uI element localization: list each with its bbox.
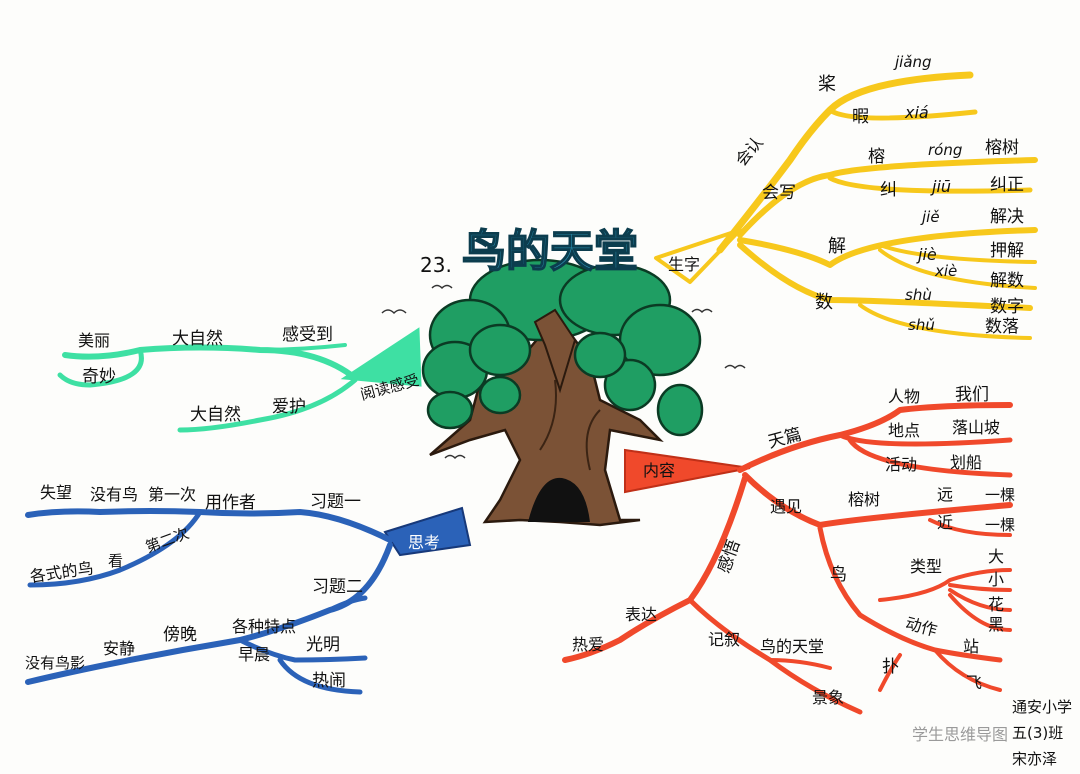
page-title: 鸟的天堂 <box>462 226 638 277</box>
neirong-rongshu: 榕树 <box>848 490 880 509</box>
bird-icon <box>431 284 453 290</box>
yuedu-qimiao: 奇妙 <box>82 367 116 387</box>
pinyin-xia: xiá <box>904 103 929 122</box>
sikao-connector <box>383 506 472 557</box>
sikao-kan: 看 <box>108 552 123 570</box>
neirong-jin-val: 一棵 <box>985 516 1015 534</box>
pinyin-rong: róng <box>928 141 962 159</box>
signature: 通安小学 五(3)班 宋亦泽 <box>1012 698 1072 768</box>
signature-school: 通安小学 <box>1012 698 1072 716</box>
word-jiuzheng: 纠正 <box>990 175 1024 195</box>
word-yajie: 押解 <box>990 241 1024 261</box>
pinyin-shu1: shù <box>905 286 932 304</box>
neirong-niaodetiantang: 鸟的天堂 <box>760 637 824 656</box>
signature-name: 宋亦泽 <box>1012 750 1057 768</box>
pinyin-jie3: xiè <box>934 262 957 280</box>
sikao-zaochen: 早晨 <box>238 645 270 664</box>
sikao-xiti1: 习题一 <box>310 492 361 512</box>
pinyin-jiu: jiū <box>930 177 951 196</box>
neirong-xiao: 小 <box>988 570 1004 589</box>
shengzi-huixie: 会写 <box>762 183 796 203</box>
char-jiang: 桨 <box>818 74 836 95</box>
neirong-hei: 黑 <box>988 615 1004 634</box>
tree-illustration <box>381 258 746 527</box>
neirong-renwu: 人物 <box>888 387 920 406</box>
sikao-bangwan: 傍晚 <box>163 625 197 645</box>
neirong-fei: 飞 <box>966 673 982 692</box>
sikao-gezhongtedian: 各种特点 <box>232 617 296 636</box>
bird-icon <box>444 454 466 460</box>
signature-class: 五(3)班 <box>1012 724 1063 742</box>
neirong-didian: 地点 <box>888 421 920 440</box>
yuedu-aihu: 爱护 <box>272 397 306 417</box>
yuedu-connector <box>340 327 422 387</box>
sikao-dierci: 第二次 <box>143 524 191 556</box>
neirong-zhan: 站 <box>963 637 979 656</box>
neirong-didian-val: 落山坡 <box>952 418 1000 437</box>
shengzi-label: 生字 <box>668 255 700 274</box>
sikao-anjing: 安静 <box>103 639 135 658</box>
sikao-diyici: 第一次 <box>148 485 196 504</box>
neirong-yuan-val: 一棵 <box>985 486 1015 504</box>
char-xia: 暇 <box>852 107 869 127</box>
char-shu: 数 <box>815 292 833 313</box>
neirong-biaoda: 表达 <box>625 605 657 624</box>
yuedu-meili: 美丽 <box>78 331 110 350</box>
word-shuluo: 数落 <box>985 317 1019 337</box>
sikao-meiyouniao: 没有鸟影 <box>25 654 85 672</box>
neirong-pu: 扑 <box>882 657 899 677</box>
branch-sikao: 思考 习题一 用作者 第一次 没有鸟 失望 第二次 看 各式的鸟 习题二 各种特… <box>25 483 472 695</box>
sikao-meiyou: 没有鸟 <box>90 485 138 504</box>
neirong-leixing: 类型 <box>910 557 942 576</box>
bird-icon <box>691 308 713 314</box>
sikao-shiwang: 失望 <box>40 483 72 502</box>
neirong-jingxiang: 景象 <box>812 688 844 707</box>
branch-yuedu: 阅读感受 感受到 大自然 美丽 奇妙 大自然 爱护 <box>57 325 422 433</box>
neirong-yuan: 远 <box>937 485 953 504</box>
sikao-tongzhuozhe: 用作者 <box>205 493 256 513</box>
pinyin-jie2: jiè <box>916 245 937 264</box>
char-rong: 榕 <box>868 147 885 167</box>
char-jiu: 纠 <box>880 180 897 200</box>
sikao-label: 思考 <box>408 533 440 552</box>
neirong-yujian: 遇见 <box>770 497 802 516</box>
sikao-renao: 热闹 <box>312 671 346 691</box>
word-rongshu: 榕树 <box>985 138 1019 158</box>
pinyin-jie1: jiě <box>920 208 940 226</box>
pinyin-jiang: jiǎng <box>893 53 932 71</box>
neirong-huodong: 活动 <box>885 455 917 474</box>
bird-icon <box>381 309 407 315</box>
neirong-reai: 热爱 <box>572 635 604 654</box>
yuedu-daziran1: 大自然 <box>172 329 223 349</box>
sikao-guangming: 光明 <box>306 635 340 655</box>
neirong-hua: 花 <box>988 595 1004 614</box>
word-jiejue: 解决 <box>990 207 1024 227</box>
sikao-xiti2: 习题二 <box>312 577 363 597</box>
branch-shengzi: 生字 会认 会写 桨 jiǎng 暇 xiá 榕 róng 榕树 纠 jiū 纠… <box>654 53 1038 340</box>
neirong-connector <box>624 448 751 494</box>
shengzi-huirend: 会认 <box>732 133 767 170</box>
yuedu-daziran2: 大自然 <box>190 405 241 425</box>
neirong-huodong-val: 划船 <box>950 453 982 472</box>
neirong-jixu: 记叙 <box>708 630 740 649</box>
word-jieshu: 解数 <box>990 271 1024 291</box>
yuedu-ganshoudao: 感受到 <box>282 325 333 345</box>
word-shuzi: 数字 <box>990 297 1024 317</box>
watermark: 学生思维导图 <box>912 725 1008 744</box>
pinyin-shu2: shǔ <box>908 316 935 334</box>
neirong-niao: 鸟 <box>830 565 847 585</box>
neirong-jin: 近 <box>937 513 953 532</box>
neirong-da: 大 <box>988 547 1004 566</box>
neirong-label: 内容 <box>643 461 675 480</box>
char-jie: 解 <box>828 236 846 257</box>
neirong-renwu-val: 我们 <box>955 385 989 405</box>
neirong-dongzuo: 动作 <box>903 613 939 640</box>
bird-icon <box>724 364 746 370</box>
lesson-number: 23. <box>420 253 452 277</box>
shengzi-connector <box>654 228 742 284</box>
